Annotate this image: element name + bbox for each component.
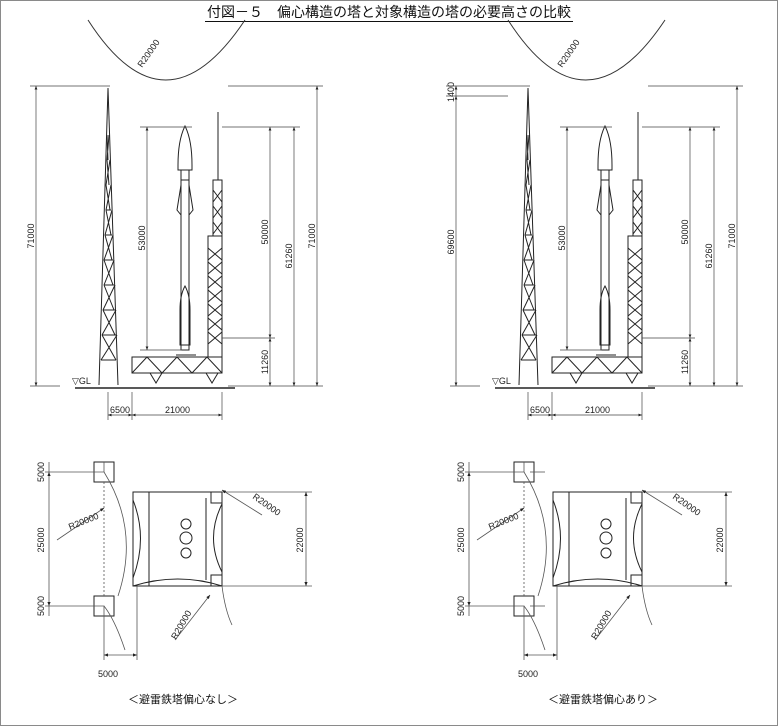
plan-25000-right: 25000 [456,527,466,552]
plan-radius-left-a: R20000 [67,511,100,532]
plan-radius-right-b: R20000 [671,491,703,517]
dim-50000-left: 50000 [260,219,270,244]
caption-no-offset: ＜避雷鉄塔偏心なし＞ [128,692,238,706]
dim-21000-left: 21000 [165,405,190,415]
plan-5000-horizontal-right: 5000 [518,669,538,679]
dim-6500-right: 6500 [530,405,550,415]
dim-71000-right-left: 71000 [307,223,317,248]
dim-11260-right: 11260 [680,350,690,374]
dim-1400-right: 1400 [446,82,456,102]
plan-radius-right-a: R20000 [487,511,520,532]
plan-5000-horizontal-left: 5000 [98,669,118,679]
radius-label-top-left: R20000 [135,38,161,70]
drawing-title-text: 付図－５ 偏心構造の塔と対象構造の塔の必要高さの比較 [205,5,573,22]
plan-radius-left-b: R20000 [251,491,283,517]
elevation-no-offset: 71000 R20000 53000 50000 11260 61260 710… [26,20,323,420]
dim-61260-right: 61260 [704,243,714,268]
caption-with-offset: ＜避雷鉄塔偏心あり＞ [548,692,658,706]
ground-label-left: ▽GL [72,376,91,386]
ground-label-right: ▽GL [492,376,511,386]
plan-5000-top-left: 5000 [36,462,46,482]
plan-22000-right: 22000 [715,527,725,552]
plan-radius-right-c: R20000 [589,609,613,641]
dim-61260-left: 61260 [284,243,294,268]
plan-25000-left: 25000 [36,527,46,552]
radius-label-top-right: R20000 [555,38,581,70]
plan-with-offset: 5000 25000 5000 22000 5000 R20000 R20000… [456,462,732,706]
plan-5000-bottom-right: 5000 [456,596,466,616]
plan-5000-bottom-left: 5000 [36,596,46,616]
plan-no-offset: 5000 25000 5000 22000 5000 R20000 R20000… [36,462,312,706]
dim-total-height-left: 71000 [26,223,36,248]
dim-71000-right: 71000 [727,223,737,248]
drawing-title: 付図－５ 偏心構造の塔と対象構造の塔の必要高さの比較 [0,2,778,22]
plan-22000-left: 22000 [295,527,305,552]
dim-11260-left: 11260 [260,350,270,374]
dim-21000-right: 21000 [585,405,610,415]
dim-6500-left: 6500 [110,405,130,415]
dim-50000-right: 50000 [680,219,690,244]
elevation-with-offset: 1400 69600 R20000 53000 50000 11260 6126… [446,20,743,420]
dim-eccentric-height-right: 69600 [446,229,456,254]
dim-rocket-height-left: 53000 [137,225,147,250]
dim-rocket-height-right: 53000 [557,225,567,250]
plan-5000-top-right: 5000 [456,462,466,482]
plan-radius-left-c: R20000 [169,609,193,641]
